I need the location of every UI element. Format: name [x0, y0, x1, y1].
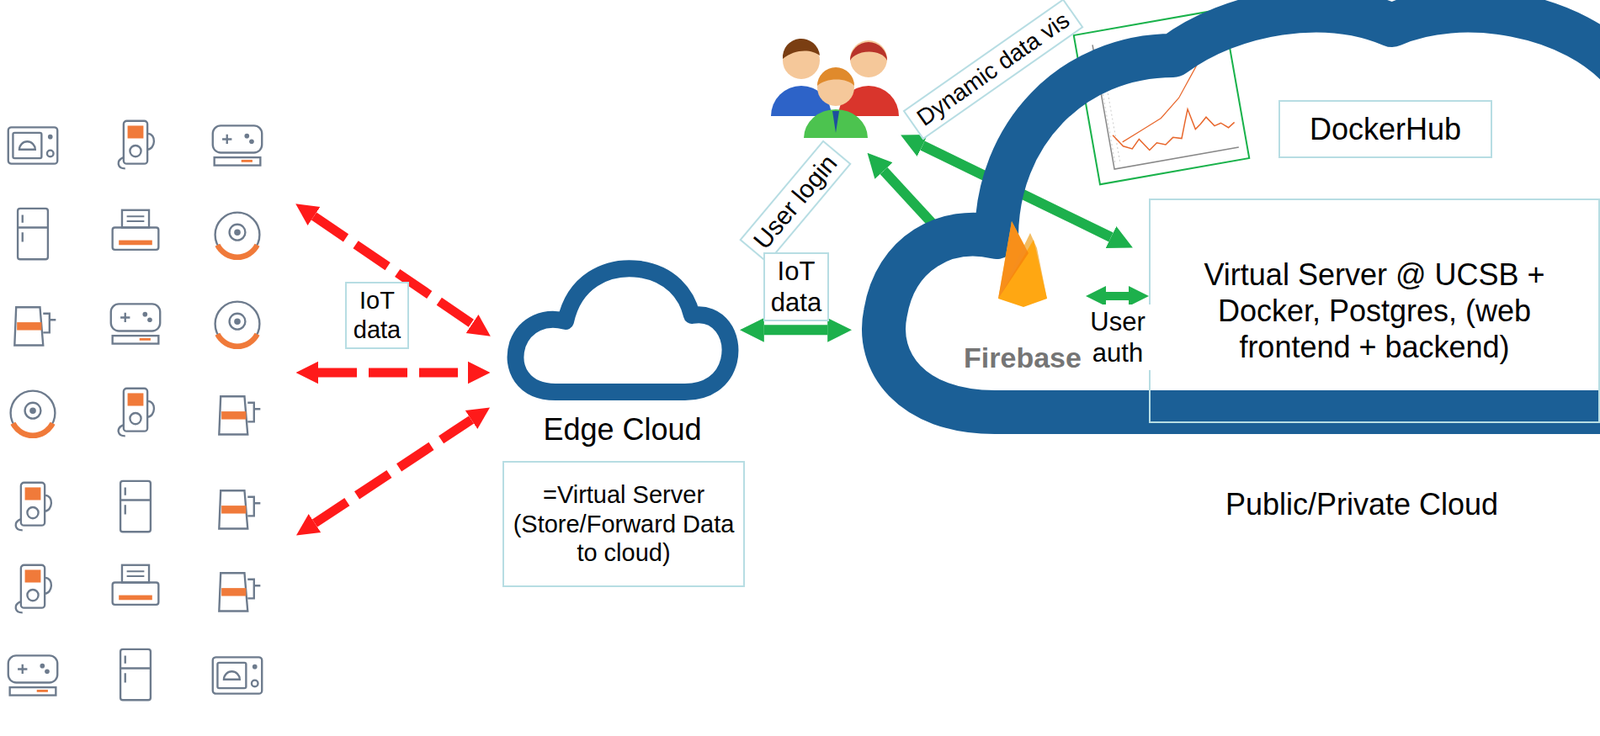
printer-icon	[112, 210, 160, 250]
heater-icon	[111, 303, 160, 344]
node-text: =Virtual Server (Store/Forward Data to c…	[512, 480, 735, 569]
computer-icon	[120, 649, 151, 701]
node-text: Public/Private Cloud	[1151, 486, 1573, 523]
node-text: Edge Cloud	[488, 411, 757, 448]
music-player-icon	[118, 121, 155, 170]
smartwatch-icon	[118, 388, 155, 437]
edge-label: User auth	[1084, 304, 1152, 371]
red-arrow	[314, 419, 472, 524]
connector-arrow	[764, 324, 828, 335]
fridge-icon	[17, 208, 48, 260]
red-arrow	[318, 368, 468, 378]
mouse-icon	[15, 483, 52, 532]
node-text: Virtual Server @ UCSB + Docker, Postgres…	[1189, 256, 1560, 367]
connector-arrow	[1105, 292, 1129, 301]
text-label: IoT data	[345, 281, 410, 350]
firebase-logo	[993, 214, 1053, 309]
node-text: Firebase	[951, 340, 1095, 376]
cloud-outline	[504, 255, 740, 404]
game-console-icon	[212, 125, 262, 165]
hood-icon	[112, 565, 160, 606]
process-box: =Virtual Server (Store/Forward Data to c…	[502, 461, 745, 588]
electric-car-icon	[8, 655, 58, 696]
blender-icon	[218, 396, 261, 435]
node-text: DockerHub	[1309, 111, 1462, 148]
process-box: Virtual Server @ UCSB + Docker, Postgres…	[1148, 198, 1600, 424]
plug-icon	[215, 302, 261, 347]
iot-data-arrows	[313, 216, 473, 524]
process-box: DockerHub	[1278, 100, 1493, 159]
user-body	[803, 109, 868, 139]
users-figure	[770, 38, 899, 139]
webcam-icon	[215, 212, 261, 258]
watch-icon	[15, 565, 52, 614]
thermometer-icon	[120, 481, 151, 532]
vacuum-robot-icon	[10, 391, 56, 436]
cloud-node: Edge Cloud	[504, 255, 740, 453]
cloud-node: Firebase	[959, 214, 1086, 383]
hairdryer-icon	[218, 573, 261, 612]
microwave-icon	[8, 127, 58, 164]
vacuum-icon	[218, 490, 261, 529]
kettle-icon	[14, 307, 56, 346]
iot-device-icons	[8, 121, 262, 701]
user-head	[850, 40, 888, 78]
coffee-machine-icon	[212, 657, 262, 694]
edge-label: IoT data	[763, 252, 830, 322]
text-label: User login	[738, 139, 851, 264]
